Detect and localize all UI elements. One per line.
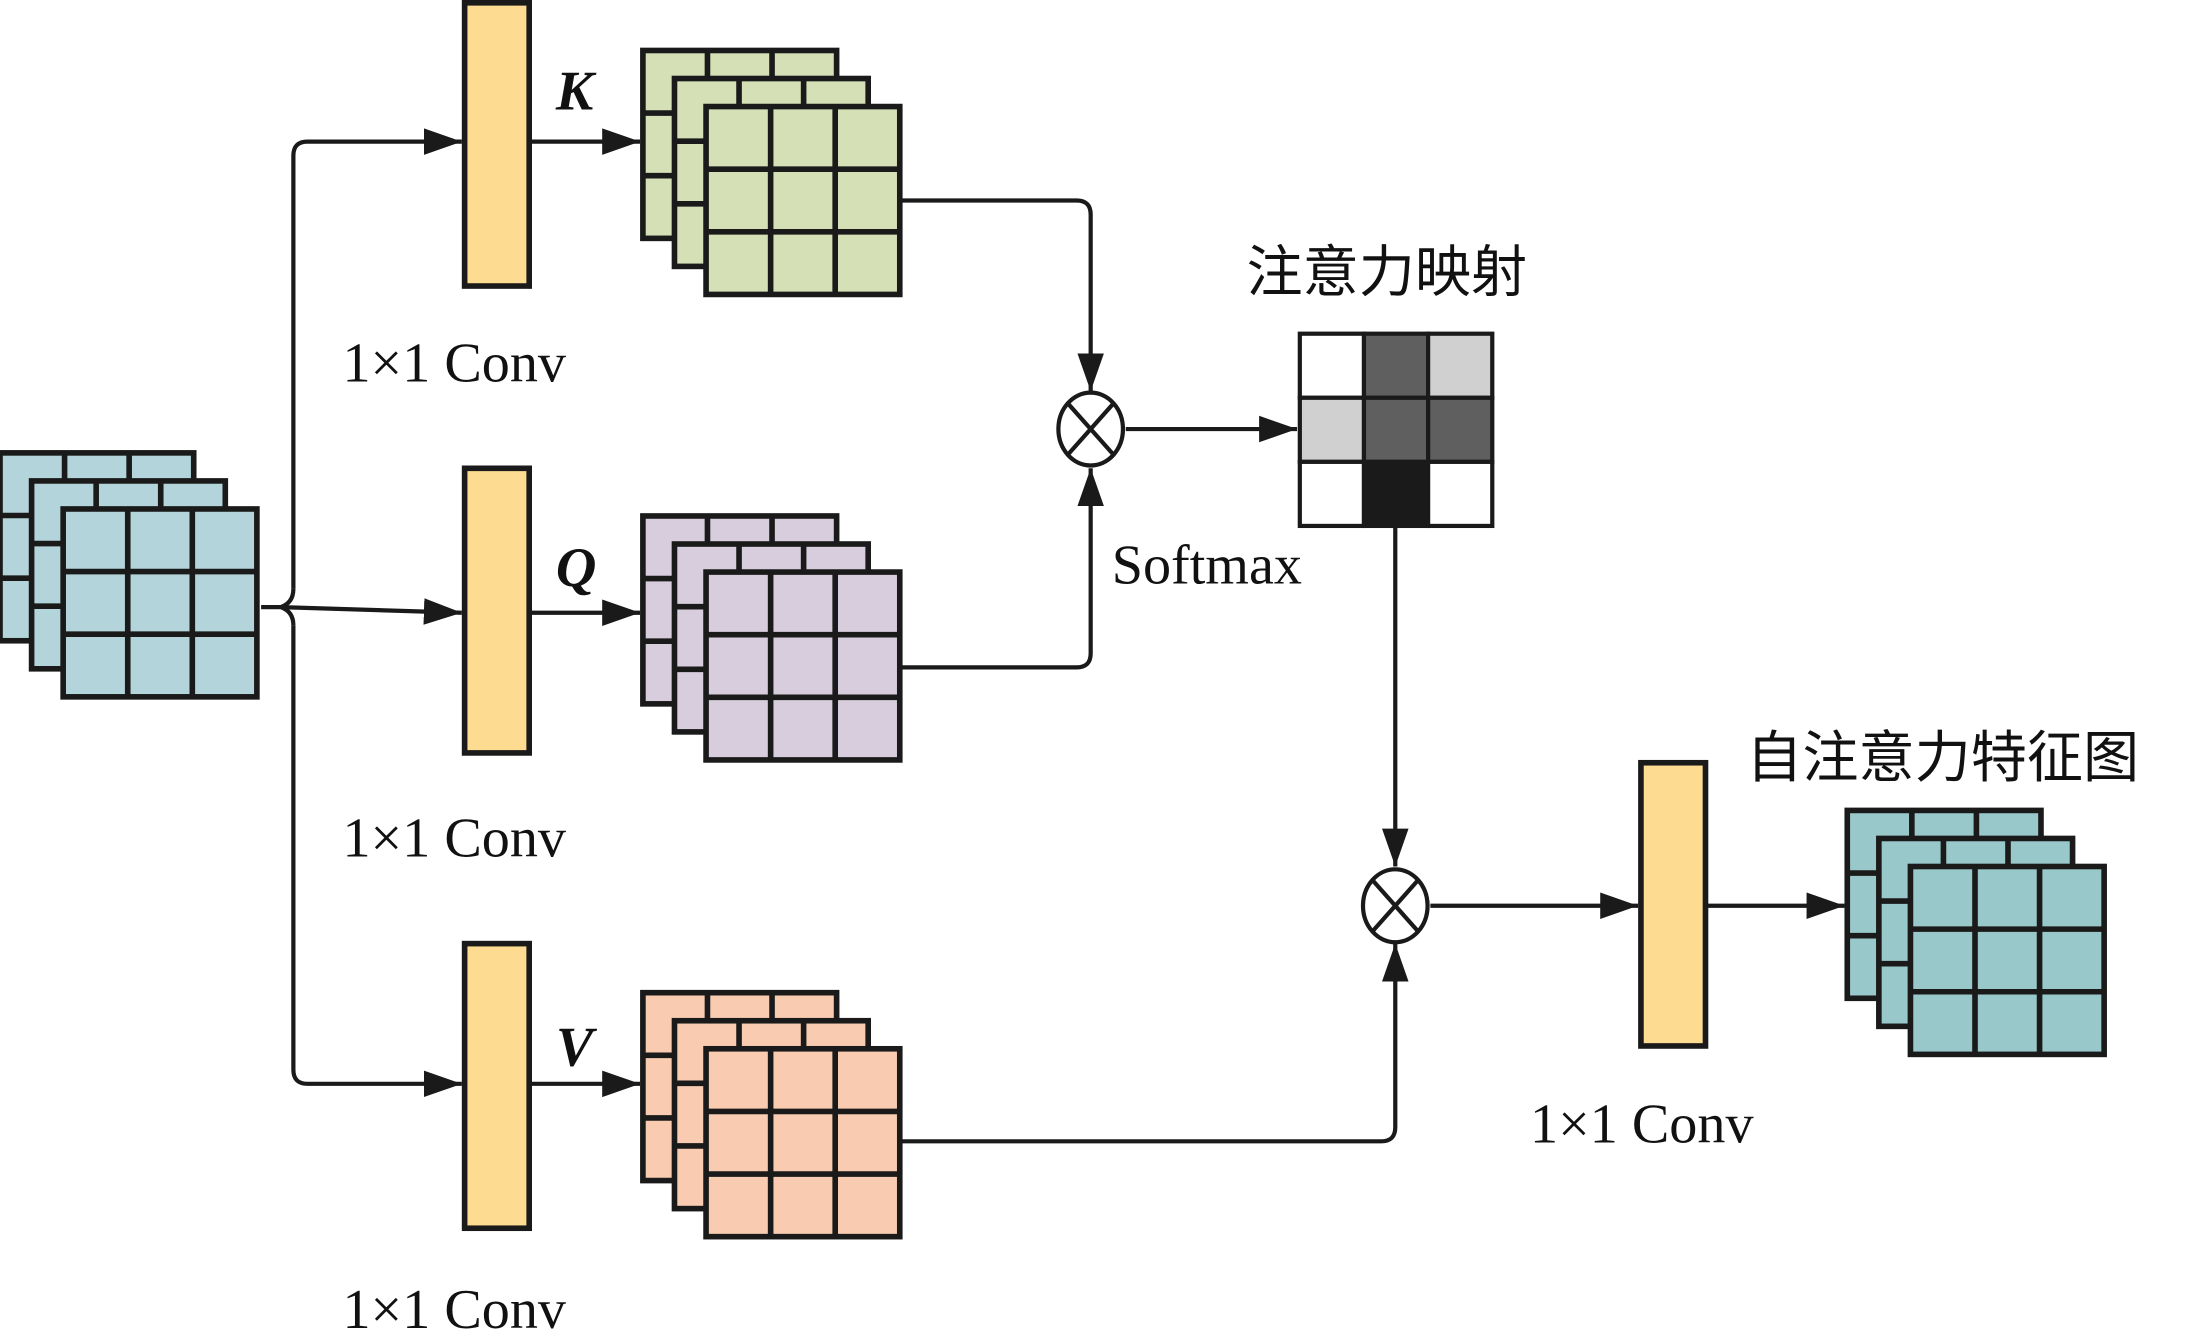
query-conv-label: 1×1 Conv (343, 808, 567, 870)
key-feature-map-stack (640, 47, 903, 298)
value-conv-label: 1×1 Conv (343, 1279, 567, 1332)
softmax-label: Softmax (1112, 534, 1302, 596)
output-feature-map-stack (1844, 807, 2107, 1058)
connectors (261, 128, 1845, 1144)
input-to-key-conv-wire (291, 128, 462, 589)
attention-cell (1297, 459, 1367, 529)
input-to-value-conv-wire (291, 625, 462, 1098)
input-feature-map-stack (0, 450, 260, 700)
feature-map-layer (60, 506, 260, 700)
attention-cell (1426, 331, 1495, 400)
key-conv-label: 1×1 Conv (343, 332, 567, 394)
feature-map-layer (703, 103, 903, 298)
multiply-operator-2 (1360, 867, 1430, 945)
value-symbol: V (556, 1017, 598, 1079)
output-conv-label: 1×1 Conv (1530, 1094, 1754, 1156)
value-to-multiply-wire (899, 943, 1409, 1144)
feature-map-layer (1907, 863, 2107, 1058)
key-symbol: K (555, 60, 597, 122)
attention-map-grid (1297, 331, 1495, 529)
feature-map-layer (703, 1045, 903, 1240)
attention-map-label: 注意力映射 (1246, 241, 1527, 306)
value-conv-block (461, 940, 533, 1232)
attention-cell (1361, 395, 1431, 464)
query-feature-map-stack (640, 513, 903, 763)
input-to-query-conv-wire (280, 598, 462, 625)
query-to-multiply-wire (899, 468, 1104, 670)
attention-cell (1426, 459, 1495, 529)
attention-cell (1361, 459, 1431, 529)
feature-map-layer (703, 569, 903, 763)
output-conv-block (1638, 759, 1709, 1049)
key-to-multiply-wire (899, 198, 1104, 392)
attention-cell (1426, 395, 1495, 464)
self-attention-feature-map-label: 自注意力特征图 (1746, 726, 2139, 791)
attention-cell (1361, 331, 1431, 400)
value-feature-map-stack (640, 989, 903, 1240)
key-conv-block (461, 0, 533, 289)
query-symbol: Q (556, 537, 597, 599)
attention-cell (1297, 395, 1367, 464)
multiply-operator-1 (1056, 390, 1126, 468)
query-conv-block (461, 465, 533, 756)
attention-cell (1297, 331, 1367, 400)
